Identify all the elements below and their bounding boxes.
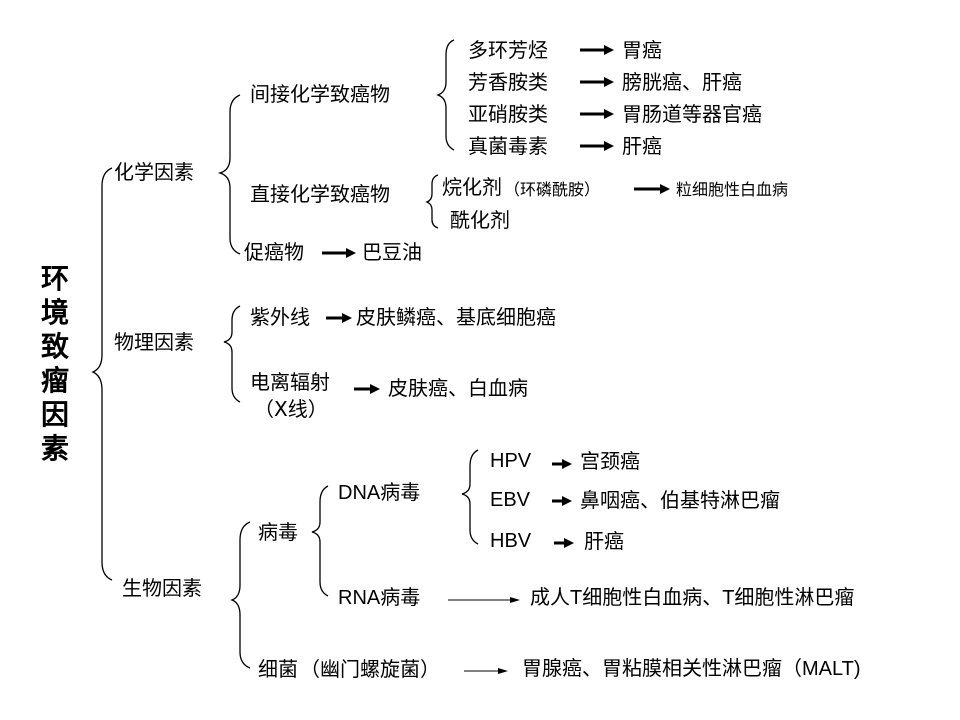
dna-item-3-name: HBV xyxy=(490,530,532,552)
dna-item-2-cancer: 鼻咽癌、伯基特淋巴瘤 xyxy=(580,488,780,512)
direct-cancer-1: 粒细胞性白血病 xyxy=(676,180,789,199)
arrow-radiation xyxy=(354,384,380,394)
promoter-result: 巴豆油 xyxy=(362,240,422,264)
direct-agent-1: 烷化剂 xyxy=(442,175,502,199)
indirect-agent-4: 真菌毒素 xyxy=(468,134,548,158)
arrow-indirect-1 xyxy=(580,45,614,55)
rna-virus-result: 成人T细胞性白血病、T细胞性淋巴瘤 xyxy=(530,587,855,609)
bacteria-note: （幽门螺旋菌） xyxy=(300,657,440,681)
direct-agent-2: 酰化剂 xyxy=(450,208,510,232)
radiation-sub: （X线） xyxy=(254,397,328,421)
uv-result: 皮肤鳞癌、基底细胞癌 xyxy=(356,305,556,329)
root-brace xyxy=(91,167,113,581)
promoter-label: 促癌物 xyxy=(244,240,304,264)
root-label: 环境致瘤因素 xyxy=(40,262,69,465)
radiation-label: 电离辐射 xyxy=(250,370,330,394)
indirect-label: 间接化学致癌物 xyxy=(250,82,390,106)
arrow-promoter xyxy=(322,248,356,258)
biological-label: 生物因素 xyxy=(122,576,202,600)
biological-brace xyxy=(230,521,251,669)
indirect-brace xyxy=(436,39,455,151)
arrow-direct-1 xyxy=(634,184,670,194)
radiation-result: 皮肤癌、白血病 xyxy=(388,376,528,400)
direct-brace xyxy=(425,174,439,229)
indirect-cancer-3: 胃肠道等器官癌 xyxy=(622,102,762,126)
chemical-brace xyxy=(217,94,241,255)
indirect-agent-3: 亚硝胺类 xyxy=(468,102,548,126)
direct-label: 直接化学致癌物 xyxy=(250,182,390,206)
indirect-cancer-1: 胃癌 xyxy=(622,38,662,62)
indirect-cancer-2: 膀胱癌、肝癌 xyxy=(622,70,742,94)
physical-brace xyxy=(223,305,241,403)
bacteria-label: 细菌 xyxy=(258,657,298,681)
arrow-hbv xyxy=(554,538,574,548)
arrow-indirect-3 xyxy=(580,109,614,119)
arrow-indirect-4 xyxy=(580,141,614,151)
arrow-rna xyxy=(448,597,520,603)
dna-item-1-name: HPV xyxy=(490,450,532,472)
dna-brace xyxy=(461,449,479,545)
indirect-cancer-4: 肝癌 xyxy=(622,134,662,158)
arrow-indirect-2 xyxy=(580,77,614,87)
arrow-bacteria xyxy=(464,668,508,674)
chemical-label: 化学因素 xyxy=(114,160,194,184)
direct-agent-1-note: （环磷酰胺） xyxy=(504,180,601,199)
arrow-hpv xyxy=(552,459,572,469)
indirect-agent-1: 多环芳烃 xyxy=(468,38,548,62)
dna-virus-label: DNA病毒 xyxy=(338,482,421,504)
arrow-uv xyxy=(326,313,352,323)
physical-label: 物理因素 xyxy=(114,330,194,354)
rna-virus-label: RNA病毒 xyxy=(338,587,421,609)
uv-label: 紫外线 xyxy=(250,305,310,329)
dna-item-2-name: EBV xyxy=(490,489,531,511)
virus-label: 病毒 xyxy=(258,520,298,544)
arrow-ebv xyxy=(552,496,572,506)
virus-brace xyxy=(311,485,329,597)
indirect-agent-2: 芳香胺类 xyxy=(468,70,548,94)
dna-item-1-cancer: 宫颈癌 xyxy=(580,449,640,473)
bacteria-result: 胃腺癌、胃粘膜相关性淋巴瘤（MALT) xyxy=(522,658,861,680)
dna-item-3-cancer: 肝癌 xyxy=(584,529,624,553)
